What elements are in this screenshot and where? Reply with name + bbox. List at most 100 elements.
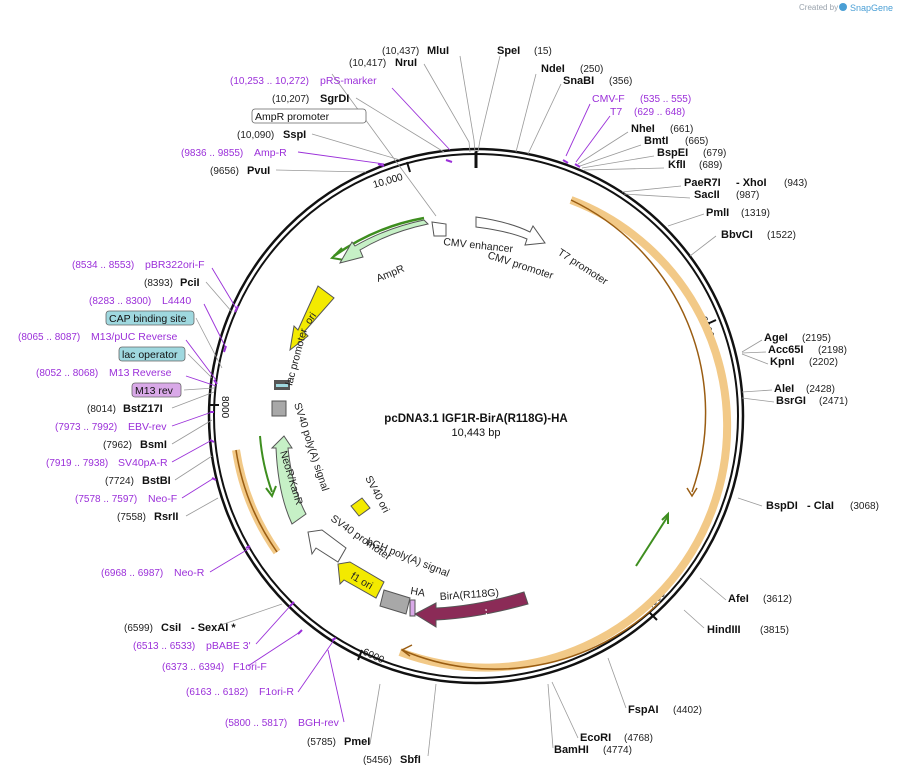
neor-green-arrowhead — [265, 485, 277, 499]
leader-mlui — [459, 55, 476, 153]
site-pcii-pos: (8393) — [144, 278, 173, 289]
igf1r-orf-band — [398, 196, 732, 672]
primer-neo-f: Neo-F — [148, 493, 177, 505]
leader-agei — [741, 339, 763, 353]
primer-neo-f-pos: (7578 .. 7597) — [75, 494, 137, 505]
primer-lines — [171, 87, 611, 723]
neo-orf-band — [232, 449, 281, 555]
site-rsrii-pos: (7558) — [117, 512, 146, 523]
primer-neo-r: Neo-R — [174, 567, 205, 579]
site-sspi-pos: (10,090) — [237, 130, 274, 141]
site-bbvci: BbvCI — [721, 229, 753, 241]
site-sexai: - SexAI * — [191, 622, 236, 634]
site-pmei-pos: (5785) — [307, 737, 336, 748]
site-pvui-pos: (9656) — [210, 166, 239, 177]
created-by-text: Created by — [799, 3, 838, 12]
neo-orf-arrow — [235, 449, 278, 553]
site-spei: SpeI — [497, 45, 520, 57]
leader-pcii — [205, 281, 233, 313]
site-bmti-pos: (665) — [685, 136, 708, 147]
mark-pbr322ori-f — [234, 305, 239, 313]
primer-cmv-f: CMV-F — [592, 93, 625, 105]
site-ndei: NdeI — [541, 63, 565, 75]
primer-line-ebv-rev — [171, 411, 213, 427]
leader-sbfi — [427, 683, 437, 757]
site-pvui: PvuI — [247, 165, 270, 177]
leader-bbvci — [689, 235, 717, 257]
primer-line-l4440 — [203, 303, 227, 349]
primer-sv40pa-r-pos: (7919 .. 7938) — [46, 458, 108, 469]
site-pmei: PmeI — [344, 736, 370, 748]
cmv-small-shape — [431, 221, 447, 237]
leader-sacii — [623, 193, 691, 199]
leader-sspi — [311, 133, 401, 161]
mark-m13puc — [213, 379, 218, 385]
site-acc65i-pos: (2198) — [818, 345, 847, 356]
igf1r-orf-arrow-1 — [570, 199, 707, 493]
leader-cap — [195, 317, 223, 369]
ruler-label-10000: 10,000 — [372, 172, 405, 191]
sv40-ori-shape — [350, 497, 371, 517]
leader-fspai — [607, 657, 627, 709]
site-alei-pos: (2428) — [806, 384, 835, 395]
lac-promoter-label: lac promoter — [283, 327, 310, 387]
primer-f1ori-f-pos: (6373 .. 6394) — [162, 662, 224, 673]
primer-f1ori-r-pos: (6163 .. 6182) — [186, 687, 248, 698]
leader-bstz17i — [171, 391, 215, 409]
mark-sv40pa-r — [209, 439, 215, 443]
orf-green-arrow — [635, 515, 669, 567]
primer-line-pbr322ori-f — [211, 267, 237, 309]
sv40-promoter-shape — [307, 529, 347, 563]
primer-line-pbabe — [255, 603, 293, 645]
primer-bgh-rev-pos: (5800 .. 5817) — [225, 718, 287, 729]
site-afei-pos: (3612) — [763, 594, 792, 605]
igf1r-orf-arrow-2 — [401, 601, 661, 670]
primer-cmv-f-pos: (535 .. 555) — [640, 94, 691, 105]
site-bsrgi: BsrGI — [776, 395, 806, 407]
site-sbfi-pos: (5456) — [363, 755, 392, 766]
primer-amp-r-pos: (9836 .. 9855) — [181, 148, 243, 159]
primer-m13-reverse-pos: (8052 .. 8068) — [36, 368, 98, 379]
primer-line-t7 — [575, 115, 611, 163]
primer-bgh-rev: BGH-rev — [298, 717, 340, 729]
ampr-shape — [338, 219, 430, 264]
site-bamhi-pos: (4774) — [603, 745, 632, 756]
m13-rev-label: M13 rev — [135, 385, 174, 397]
leader-nrui — [423, 63, 471, 153]
primer-line-m13puc — [185, 339, 217, 381]
primer-m13-reverse: M13 Reverse — [109, 367, 172, 379]
primer-line-bgh-rev — [327, 649, 345, 723]
site-bamhi: BamHI — [554, 744, 589, 756]
site-kfli: KflI — [668, 159, 686, 171]
ampr-label: AmpR — [375, 263, 407, 285]
site-rsrii: RsrII — [154, 511, 178, 523]
mark-f1ori-f — [297, 629, 303, 635]
site-nhei: NheI — [631, 123, 655, 135]
snapgene-brand: SnapGene — [850, 3, 893, 13]
site-alei: AleI — [774, 383, 794, 395]
site-ecori-pos: (4768) — [624, 733, 653, 744]
cap-binding-site-box — [105, 310, 195, 326]
mark-t7 — [574, 163, 581, 168]
site-agei: AgeI — [764, 332, 788, 344]
cmv-promoter-shape — [475, 216, 546, 246]
primer-pbr322ori-f-pos: (8534 .. 8553) — [72, 260, 134, 271]
leader-bamhi — [547, 683, 554, 749]
site-bsmi-pos: (7962) — [103, 440, 132, 451]
site-bstz17i-pos: (8014) — [87, 404, 116, 415]
ruler-tick-4000 — [648, 611, 658, 621]
left-labels: (10,437) MluI (10,417) NruI (10,253 .. 1… — [18, 45, 449, 766]
igf1r-orf-arrowhead-2 — [400, 644, 413, 657]
orf-green-arrowhead — [661, 511, 669, 524]
leader-ndei — [515, 73, 537, 153]
site-kpni-pos: (2202) — [809, 357, 838, 368]
mark-neo-r — [245, 545, 251, 549]
primer-m13puc-pos: (8065 .. 8087) — [18, 332, 80, 343]
cmv-promoter-label: CMV promoter — [486, 249, 555, 282]
site-bspei: BspEI — [657, 147, 688, 159]
leader-pvui — [275, 169, 367, 173]
leader-nhei — [577, 131, 629, 165]
site-pmli: PmlI — [706, 207, 729, 219]
mark-amp-r — [377, 163, 385, 167]
leader-bspei — [581, 155, 655, 169]
